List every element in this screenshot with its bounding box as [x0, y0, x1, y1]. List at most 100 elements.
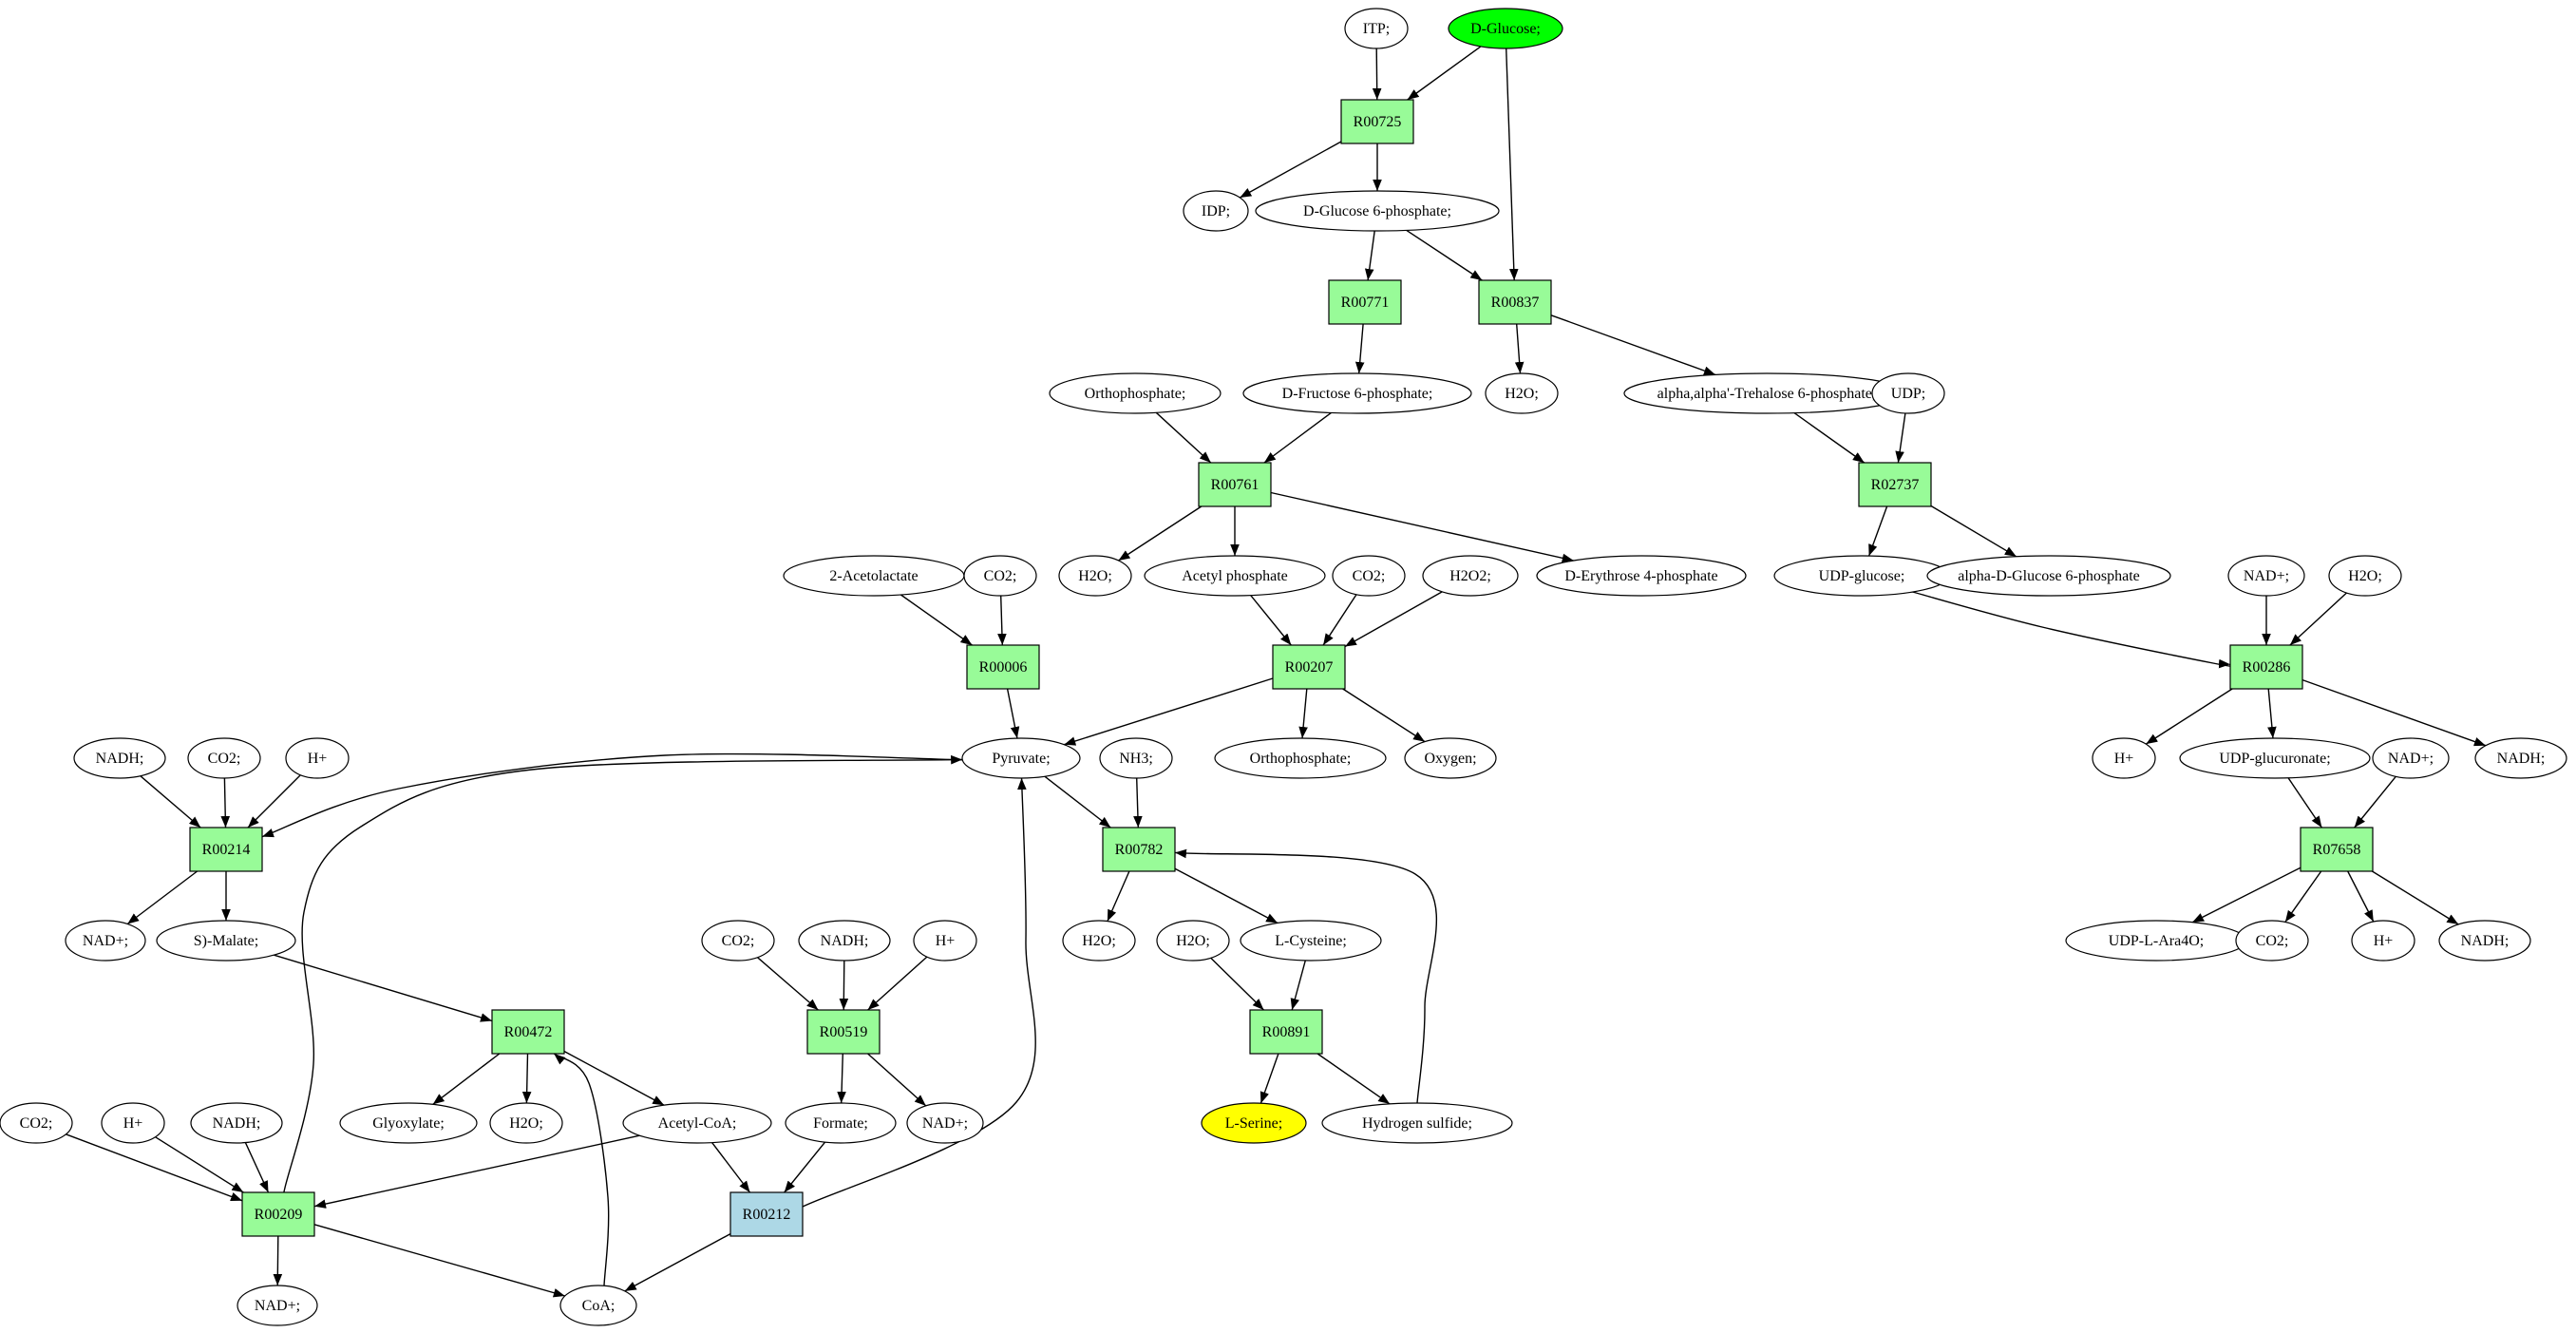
metabolite-ellipse — [1332, 555, 1406, 597]
metabolite-node-nad_286[interactable]: NAD+; — [2227, 555, 2305, 597]
reaction-node-R00207[interactable]: R00207 — [1272, 644, 1346, 690]
metabolite-ellipse — [2227, 555, 2305, 597]
metabolite-node-udpara4o[interactable]: UDP-L-Ara4O; — [2065, 920, 2247, 962]
node-label: Hydrogen sulfide; — [1362, 1115, 1472, 1132]
reaction-node-R00782[interactable]: R00782 — [1102, 827, 1176, 872]
metabolite-node-co2_006[interactable]: CO2; — [963, 555, 1037, 597]
metabolite-node-h2o2[interactable]: H2O2; — [1422, 555, 1519, 597]
metabolite-ellipse — [1144, 555, 1326, 597]
metabolite-node-udpglucuronate[interactable]: UDP-glucuronate; — [2179, 737, 2371, 779]
metabolite-node-nh3[interactable]: NH3; — [1099, 737, 1173, 779]
edge-h_519-to-R00519 — [867, 956, 928, 1011]
metabolite-node-nadh_214[interactable]: NADH; — [73, 737, 166, 779]
metabolite-node-h_519[interactable]: H+ — [913, 920, 977, 962]
metabolite-node-co2_207[interactable]: CO2; — [1332, 555, 1406, 597]
metabolite-node-coa[interactable]: CoA; — [559, 1285, 637, 1326]
metabolite-node-f6p[interactable]: D-Fructose 6-phosphate; — [1242, 372, 1472, 414]
metabolite-ellipse — [1240, 920, 1382, 962]
reaction-node-R00214[interactable]: R00214 — [189, 827, 263, 872]
edge-R07658-to-udpara4o — [2191, 866, 2301, 924]
metabolite-node-h_286[interactable]: H+ — [2092, 737, 2156, 779]
metabolite-node-nadh_7658[interactable]: NADH; — [2438, 920, 2531, 962]
metabolite-node-aglc6p[interactable]: alpha-D-Glucose 6-phosphate — [1926, 555, 2171, 597]
metabolite-node-co2_519[interactable]: CO2; — [701, 920, 775, 962]
metabolite-node-co2_209[interactable]: CO2; — [0, 1102, 73, 1144]
reaction-node-R00286[interactable]: R00286 — [2229, 644, 2303, 690]
metabolite-node-smalate[interactable]: S)-Malate; — [156, 920, 296, 962]
reaction-node-R00725[interactable]: R00725 — [1340, 99, 1414, 144]
metabolite-ellipse — [785, 1102, 897, 1144]
node-label: R02737 — [1871, 477, 1920, 493]
metabolite-node-udpglucose[interactable]: UDP-glucose; — [1773, 555, 1950, 597]
metabolite-node-h2o_782[interactable]: H2O; — [1062, 920, 1136, 962]
metabolite-node-co2_214[interactable]: CO2; — [187, 737, 261, 779]
reaction-node-R00212[interactable]: R00212 — [729, 1191, 804, 1237]
edge-g6p-to-R00837 — [1406, 229, 1483, 281]
reaction-node-R00209[interactable]: R00209 — [241, 1191, 315, 1237]
reaction-box — [729, 1191, 804, 1237]
metabolite-node-itp[interactable]: ITP; — [1344, 8, 1409, 49]
metabolite-node-h2o_472[interactable]: H2O; — [489, 1102, 563, 1144]
metabolite-node-nad_519[interactable]: NAD+; — [906, 1102, 984, 1144]
edge-R00837-to-trehalose6p — [1550, 314, 1716, 376]
edge-nadh_214-to-R00214 — [140, 775, 201, 828]
metabolite-node-dglucose[interactable]: D-Glucose; — [1448, 8, 1563, 49]
reaction-node-R00891[interactable]: R00891 — [1249, 1009, 1323, 1055]
edge-R07658-to-co2_7658 — [2284, 870, 2322, 923]
metabolite-ellipse — [1871, 372, 1945, 414]
edge-trehalose6p-to-R02737 — [1793, 412, 1866, 464]
edge-h_214-to-R00214 — [247, 774, 301, 828]
metabolite-ellipse — [798, 920, 891, 962]
metabolite-node-h_209[interactable]: H+ — [101, 1102, 165, 1144]
metabolite-node-h2o_891[interactable]: H2O; — [1156, 920, 1230, 962]
reaction-node-R00771[interactable]: R00771 — [1328, 279, 1402, 325]
reaction-node-R07658[interactable]: R07658 — [2300, 827, 2374, 872]
reaction-node-R02737[interactable]: R02737 — [1858, 462, 1932, 507]
metabolite-node-orthophos1[interactable]: Orthophosphate; — [1049, 372, 1222, 414]
edge-R00472-to-glyoxylate — [432, 1053, 501, 1105]
node-label: Orthophosphate; — [1085, 386, 1186, 402]
metabolite-node-lcysteine[interactable]: L-Cysteine; — [1240, 920, 1382, 962]
metabolite-node-nad_7658[interactable]: NAD+; — [2372, 737, 2450, 779]
metabolite-node-h2o_286[interactable]: H2O; — [2328, 555, 2402, 597]
metabolite-node-nad_209[interactable]: NAD+; — [237, 1285, 318, 1326]
metabolite-node-nadh_209[interactable]: NADH; — [190, 1102, 283, 1144]
metabolite-ellipse — [1049, 372, 1222, 414]
metabolite-node-g6p[interactable]: D-Glucose 6-phosphate; — [1255, 190, 1500, 232]
metabolite-ellipse — [2474, 737, 2567, 779]
metabolite-node-acetolactate[interactable]: 2-Acetolactate — [783, 555, 965, 597]
reaction-box — [491, 1009, 565, 1055]
node-label: R00286 — [2243, 659, 2291, 676]
metabolite-node-glyoxylate[interactable]: Glyoxylate; — [339, 1102, 478, 1144]
metabolite-node-orthophos2[interactable]: Orthophosphate; — [1214, 737, 1387, 779]
metabolite-node-acetylcoa[interactable]: Acetyl-CoA; — [622, 1102, 772, 1144]
reaction-node-R00837[interactable]: R00837 — [1478, 279, 1552, 325]
reaction-node-R00472[interactable]: R00472 — [491, 1009, 565, 1055]
metabolite-node-lserine[interactable]: L-Serine; — [1201, 1102, 1307, 1144]
edge-R00837-to-h2o_837 — [1514, 323, 1525, 374]
metabolite-node-h2o_761[interactable]: H2O; — [1058, 555, 1132, 597]
metabolite-node-nad_214[interactable]: NAD+; — [65, 920, 146, 962]
metabolite-node-nadh_519[interactable]: NADH; — [798, 920, 891, 962]
reaction-node-R00519[interactable]: R00519 — [806, 1009, 881, 1055]
metabolite-node-formate[interactable]: Formate; — [785, 1102, 897, 1144]
metabolite-node-idp[interactable]: IDP; — [1183, 190, 1249, 232]
metabolite-node-erythrose4p[interactable]: D-Erythrose 4-phosphate — [1536, 555, 1747, 597]
node-label: H2O2; — [1449, 568, 1491, 584]
metabolite-node-pyruvate[interactable]: Pyruvate; — [961, 737, 1081, 779]
metabolite-node-h_214[interactable]: H+ — [285, 737, 350, 779]
reaction-node-R00761[interactable]: R00761 — [1198, 462, 1272, 507]
metabolite-node-h2o_837[interactable]: H2O; — [1485, 372, 1559, 414]
metabolite-node-udp[interactable]: UDP; — [1871, 372, 1945, 414]
reaction-box — [2229, 644, 2303, 690]
metabolite-node-co2_7658[interactable]: CO2; — [2235, 920, 2309, 962]
edge-acetolactate-to-R00006 — [900, 594, 973, 646]
reaction-box — [1272, 644, 1346, 690]
metabolite-node-acetylphos[interactable]: Acetyl phosphate — [1144, 555, 1326, 597]
metabolite-node-oxygen[interactable]: Oxygen; — [1404, 737, 1497, 779]
metabolite-node-h2s[interactable]: Hydrogen sulfide; — [1321, 1102, 1513, 1144]
metabolite-node-h_7658[interactable]: H+ — [2351, 920, 2415, 962]
metabolite-node-nadh_286[interactable]: NADH; — [2474, 737, 2567, 779]
metabolite-node-trehalose6p[interactable]: alpha,alpha'-Trehalose 6-phosphate; — [1623, 372, 1910, 414]
reaction-node-R00006[interactable]: R00006 — [966, 644, 1040, 690]
